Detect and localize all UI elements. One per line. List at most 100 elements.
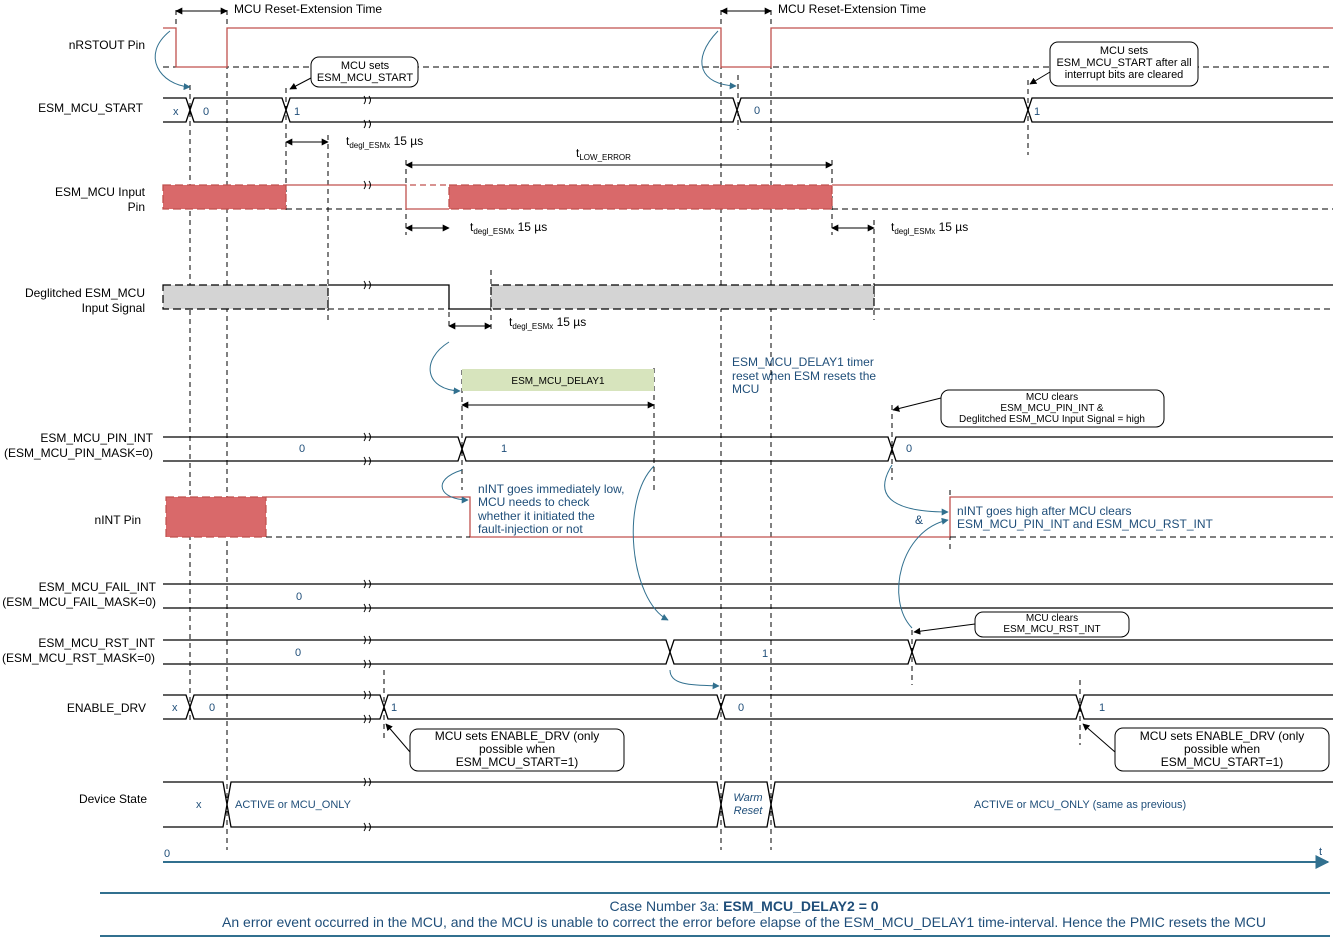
label-device-state: Device State xyxy=(79,792,147,806)
svg-text:x: x xyxy=(172,702,178,714)
tdegl-arrow-1: tdegl_ESMx 15 µs xyxy=(285,134,423,150)
svg-text:0: 0 xyxy=(906,443,912,455)
esm-start-val-0: 0 xyxy=(203,106,209,118)
svg-text:1: 1 xyxy=(391,702,397,714)
tlow-error-arrow: tLOW_ERROR xyxy=(405,146,833,169)
time-breaks xyxy=(363,95,371,832)
svg-text:Reset: Reset xyxy=(734,805,764,817)
svg-text:MCU sets: MCU sets xyxy=(341,60,390,72)
svg-text:MCU clears: MCU clears xyxy=(1026,613,1078,624)
flow-arrows xyxy=(154,30,949,690)
svg-text:ESM_MCU_START=1): ESM_MCU_START=1) xyxy=(456,755,579,769)
axis-zero-label: 0 xyxy=(164,848,170,860)
deglitched-error-region xyxy=(490,284,875,310)
label-rst-int-2: (ESM_MCU_RST_MASK=0) xyxy=(2,651,155,665)
delay1-rect xyxy=(462,369,654,391)
svg-text:1: 1 xyxy=(1099,702,1105,714)
svg-text:tdegl_ESMx 15 µs: tdegl_ESMx 15 µs xyxy=(346,134,423,150)
svg-text:tdegl_ESMx 15 µs: tdegl_ESMx 15 µs xyxy=(891,220,968,236)
esm-start-val-0b: 0 xyxy=(754,105,760,117)
svg-text:0: 0 xyxy=(296,591,302,603)
vertical-markers xyxy=(175,10,1081,850)
svg-text:0: 0 xyxy=(738,702,744,714)
tdegl-arrow-2: tdegl_ESMx 15 µs tdegl_ESMx 15 µs xyxy=(405,220,968,236)
svg-text:ESM_MCU_START=1): ESM_MCU_START=1) xyxy=(1161,755,1284,769)
label-nrstout: nRSTOUT Pin xyxy=(69,38,145,52)
svg-text:MCU needs to check: MCU needs to check xyxy=(478,495,590,509)
delay1-bar: ESM_MCU_DELAY1 ESM_MCU_DELAY1 timer rese… xyxy=(461,355,876,409)
svg-text:1: 1 xyxy=(762,648,768,660)
input-pin-error-region xyxy=(448,184,833,210)
svg-text:possible when: possible when xyxy=(1184,742,1260,756)
svg-text:0: 0 xyxy=(299,443,305,455)
svg-text:MCU sets: MCU sets xyxy=(1100,45,1149,57)
label-enable-drv: ENABLE_DRV xyxy=(67,701,146,715)
svg-text:tdegl_ESMx 15 µs: tdegl_ESMx 15 µs xyxy=(470,220,547,236)
svg-text:possible when: possible when xyxy=(479,742,555,756)
label-esm-mcu-input: ESM_MCU Input xyxy=(55,185,146,199)
label-rst-int: ESM_MCU_RST_INT xyxy=(38,636,155,650)
esm-start-val-x: x xyxy=(173,106,179,118)
svg-text:ESM_MCU_START after all: ESM_MCU_START after all xyxy=(1056,57,1191,69)
svg-text:0: 0 xyxy=(295,647,301,659)
time-axis: 0 t xyxy=(163,846,1330,869)
signal-esm-mcu-start: x 0 1 0 1 MCU sets ESM_MCU_START MCU set… xyxy=(163,41,1333,123)
svg-text:ESM_MCU_RST_INT: ESM_MCU_RST_INT xyxy=(1003,624,1100,635)
svg-text:whether it initiated the: whether it initiated the xyxy=(477,509,595,523)
label-pin-int-2: (ESM_MCU_PIN_MASK=0) xyxy=(4,446,153,460)
callout-sets-enable-drv-2 xyxy=(1114,727,1330,772)
svg-text:MCU: MCU xyxy=(732,382,759,396)
svg-text:MCU clears: MCU clears xyxy=(1026,392,1078,403)
signal-nrstout: MCU Reset-Extension Time MCU Reset-Exten… xyxy=(163,2,1333,68)
label-deglitched-2: Input Signal xyxy=(82,301,145,315)
svg-text:ESM_MCU_PIN_INT and ESM_MCU_RS: ESM_MCU_PIN_INT and ESM_MCU_RST_INT xyxy=(957,517,1214,531)
reset-ext-label-2: MCU Reset-Extension Time xyxy=(778,2,926,16)
svg-text:ESM_MCU_PIN_INT &: ESM_MCU_PIN_INT & xyxy=(1000,403,1104,414)
label-pin-int: ESM_MCU_PIN_INT xyxy=(40,431,153,445)
svg-text:Deglitched ESM_MCU Input Signa: Deglitched ESM_MCU Input Signal = high xyxy=(959,414,1145,425)
reset-ext-label-1: MCU Reset-Extension Time xyxy=(234,2,382,16)
input-pin-undefined-region xyxy=(162,184,287,210)
svg-text:reset when ESM resets the: reset when ESM resets the xyxy=(732,369,876,383)
label-deglitched: Deglitched ESM_MCU xyxy=(25,286,145,300)
svg-text:Warm: Warm xyxy=(733,792,762,804)
callout-mcu-sets-start-2 xyxy=(1049,41,1199,87)
signal-device-state: x ACTIVE or MCU_ONLY Warm Reset ACTIVE o… xyxy=(163,781,1333,828)
svg-text:MCU sets ENABLE_DRV (only: MCU sets ENABLE_DRV (only xyxy=(435,729,600,743)
signal-rst-int: 0 1 MCU clears ESM_MCU_RST_INT xyxy=(163,611,1333,665)
signal-fail-int: 0 xyxy=(163,583,1333,609)
svg-text:tLOW_ERROR: tLOW_ERROR xyxy=(576,146,631,162)
label-nint: nINT Pin xyxy=(95,513,141,527)
callout-sets-enable-drv-1 xyxy=(409,728,625,772)
callout-clears-pin-int xyxy=(940,389,1165,428)
esm-start-val-1b: 1 xyxy=(1034,106,1040,118)
label-esm-mcu-start: ESM_MCU_START xyxy=(38,101,144,115)
label-fail-int-2: (ESM_MCU_FAIL_MASK=0) xyxy=(2,595,156,609)
svg-text:tdegl_ESMx 15 µs: tdegl_ESMx 15 µs xyxy=(509,315,586,331)
svg-text:ACTIVE or MCU_ONLY (same as pr: ACTIVE or MCU_ONLY (same as previous) xyxy=(974,799,1186,811)
svg-text:1: 1 xyxy=(501,443,507,455)
svg-text:x: x xyxy=(196,799,202,811)
nint-undefined-region xyxy=(165,496,267,538)
caption-line-2: An error event occurred in the MCU, and … xyxy=(222,914,1266,930)
axis-t-label: t xyxy=(1319,846,1322,858)
delay1-reset-note: ESM_MCU_DELAY1 timer xyxy=(732,355,874,369)
deglitched-undefined-region xyxy=(162,284,329,310)
signal-esm-mcu-input xyxy=(162,184,1333,210)
label-fail-int: ESM_MCU_FAIL_INT xyxy=(39,580,157,594)
svg-text:interrupt bits are cleared: interrupt bits are cleared xyxy=(1065,69,1184,81)
svg-text:ACTIVE or MCU_ONLY: ACTIVE or MCU_ONLY xyxy=(235,799,352,811)
svg-text:&: & xyxy=(915,513,923,527)
svg-text:fault-injection or not: fault-injection or not xyxy=(478,522,583,536)
callout-mcu-sets-start xyxy=(310,56,419,88)
signal-deglitched: tdegl_ESMx 15 µs xyxy=(162,284,1333,331)
caption: Case Number 3a: ESM_MCU_DELAY2 = 0 An er… xyxy=(100,892,1330,937)
label-esm-mcu-input-2: Pin xyxy=(128,200,145,214)
svg-text:0: 0 xyxy=(209,702,215,714)
caption-line-1: Case Number 3a: ESM_MCU_DELAY2 = 0 xyxy=(609,898,878,914)
signal-labels: nRSTOUT Pin ESM_MCU_START ESM_MCU Input … xyxy=(2,38,157,806)
svg-text:ESM_MCU_START: ESM_MCU_START xyxy=(317,72,413,84)
svg-text:ESM_MCU_DELAY1: ESM_MCU_DELAY1 xyxy=(511,376,605,387)
signal-pin-int: 0 1 0 MCU clears ESM_MCU_PIN_INT & Degli… xyxy=(163,389,1333,462)
